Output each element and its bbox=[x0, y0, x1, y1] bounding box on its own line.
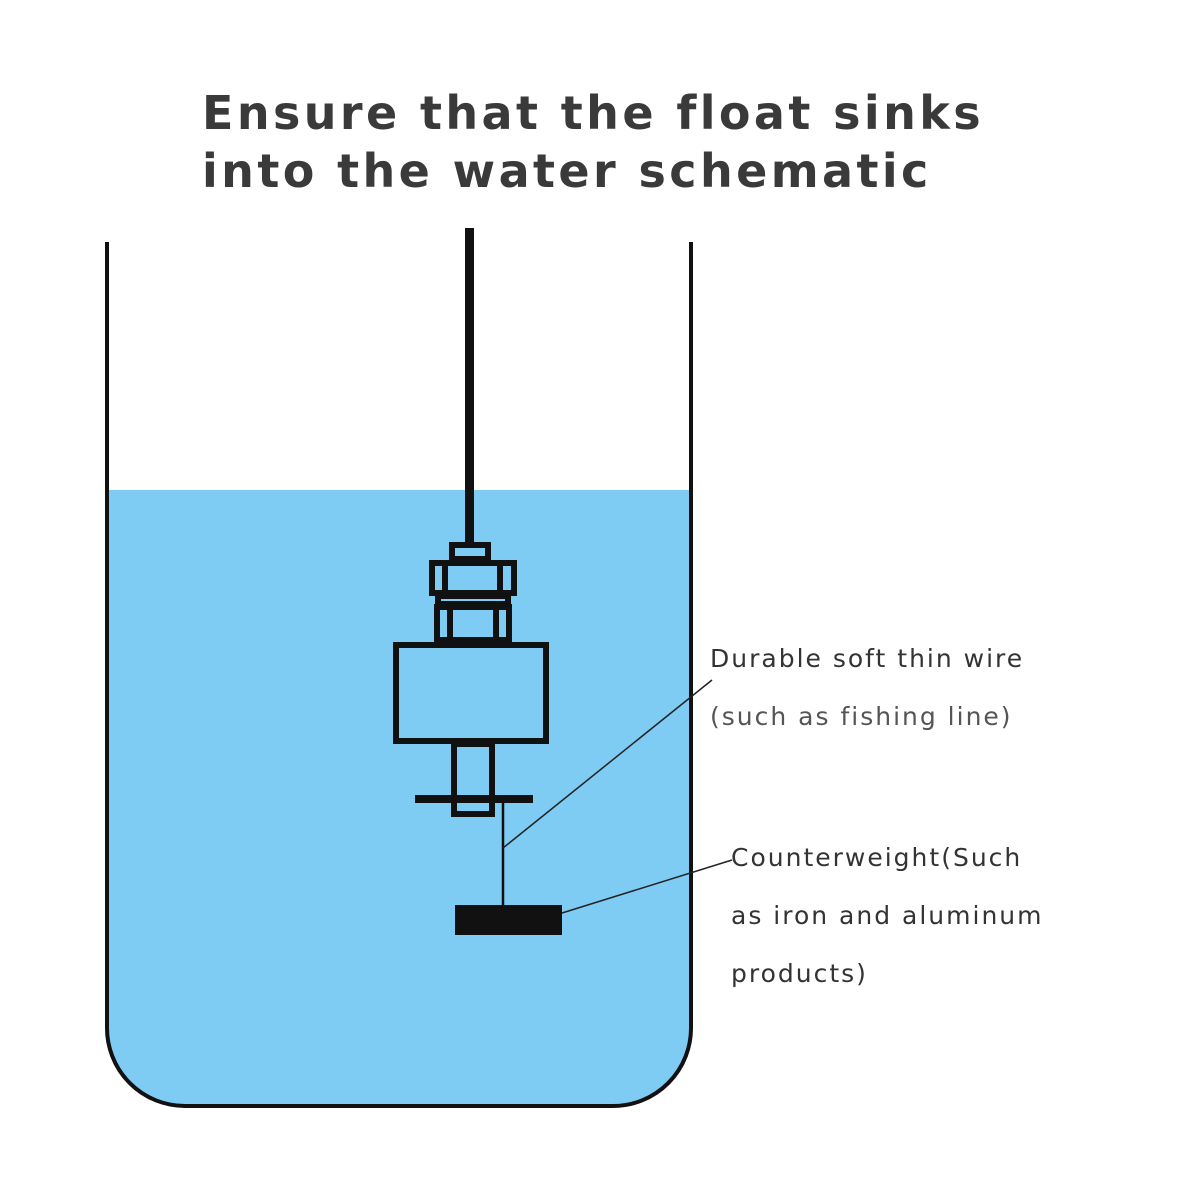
counterweight-label-line-1: Counterweight(Such bbox=[731, 843, 1023, 872]
flange bbox=[415, 795, 533, 803]
wire-label: Durable soft thin wire (such as fishing … bbox=[710, 630, 1024, 746]
cable bbox=[465, 228, 474, 544]
wire-label-line-1: Durable soft thin wire bbox=[710, 644, 1025, 673]
counterweight-label: Counterweight(Such as iron and aluminum … bbox=[731, 829, 1044, 1003]
wire-label-line-2: (such as fishing line) bbox=[710, 702, 1013, 731]
lower-nut bbox=[434, 604, 512, 643]
title-line-2: into the water schematic bbox=[202, 144, 932, 198]
water bbox=[108, 490, 690, 1105]
tank-outline bbox=[104, 242, 694, 1108]
float-switch bbox=[393, 542, 549, 817]
counterweight bbox=[455, 905, 562, 935]
title-line-1: Ensure that the float sinks bbox=[202, 86, 985, 140]
stem bbox=[451, 741, 495, 817]
diagram-title: Ensure that the float sinks into the wat… bbox=[202, 84, 984, 200]
top-cap bbox=[449, 542, 491, 562]
counterweight-label-line-3: products) bbox=[731, 959, 868, 988]
weight-leader-line bbox=[561, 859, 733, 914]
counterweight-label-line-2: as iron and aluminum bbox=[731, 901, 1044, 930]
wire-leader-line bbox=[502, 679, 713, 849]
